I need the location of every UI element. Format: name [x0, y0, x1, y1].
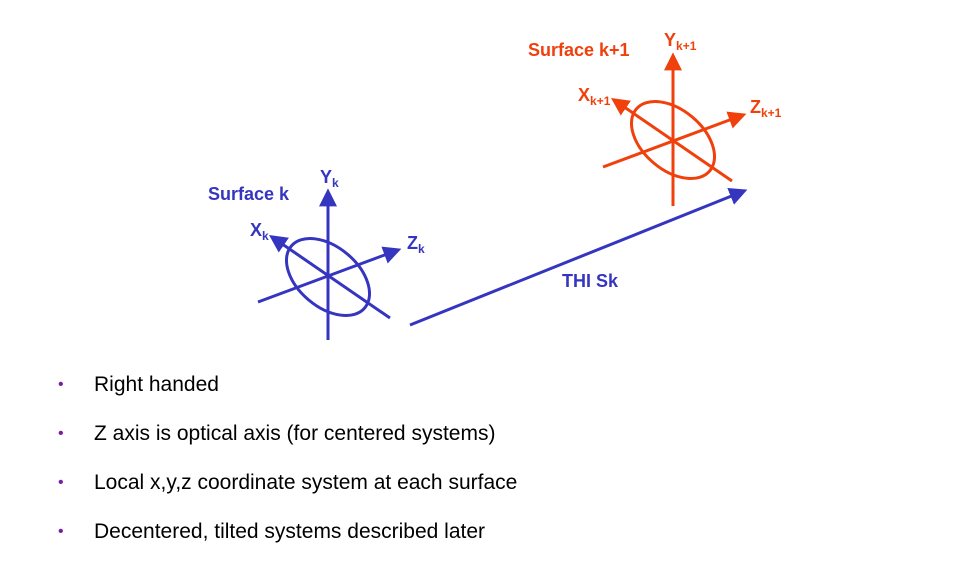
surface-k-x-label: Xk: [250, 220, 269, 243]
bullet-item: • Decentered, tilted systems described la…: [58, 517, 517, 566]
bullet-list: • Right handed • Z axis is optical axis (f…: [58, 370, 517, 566]
surface-k1-z-axis: [602, 111, 747, 169]
surface-k1-ellipse: [629, 100, 717, 180]
coordinate-diagram: Surface k Yk Xk Zk THI Sk Surface k+1 Yk…: [208, 30, 782, 340]
bullet-text: Decentered, tilted systems described lat…: [94, 520, 486, 543]
bullet-text: Right handed: [94, 373, 219, 396]
bullet-dot: •: [58, 523, 64, 540]
surface-k-ellipse: [284, 237, 372, 317]
bullet-text: Z axis is optical axis (for centered sys…: [94, 422, 496, 445]
bullet-item: • Right handed: [58, 370, 517, 419]
surface-k1-z-label: Zk+1: [750, 97, 782, 120]
surface-k-z-label: Zk: [407, 233, 425, 256]
surface-k1-y-label: Yk+1: [664, 30, 697, 53]
surface-k1-axes: [602, 52, 747, 206]
bullet-item: • Local x,y,z coordinate system at each s…: [58, 468, 517, 517]
surface-k-label: Surface k: [208, 184, 290, 204]
surface-k1-label: Surface k+1: [528, 40, 630, 60]
surface-k1-x-label: Xk+1: [578, 85, 611, 108]
bullet-dot: •: [58, 425, 64, 442]
bullet-dot: •: [58, 474, 64, 491]
surface-k-z-axis: [257, 246, 402, 304]
bullet-item: • Z axis is optical axis (for centered sy…: [58, 419, 517, 468]
bullet-text: Local x,y,z coordinate system at each su…: [94, 471, 518, 494]
thickness-arrow: [409, 188, 748, 327]
surface-k-axes: [257, 188, 402, 340]
bullet-dot: •: [58, 376, 64, 393]
thickness-label: THI Sk: [562, 271, 619, 291]
surface-k-x-axis: [269, 234, 391, 320]
surface-k-y-label: Yk: [320, 167, 339, 190]
